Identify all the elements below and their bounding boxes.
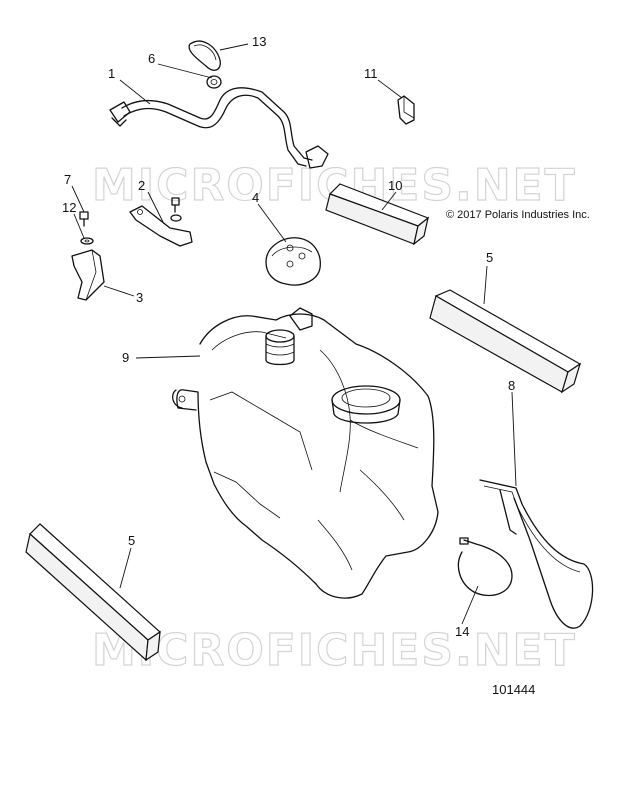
part-fuel-tank (171, 307, 439, 599)
callout-1: 1 (108, 66, 115, 81)
callout-9: 9 (122, 350, 129, 365)
part-cable-tie (457, 537, 513, 597)
callouts: 1 2 3 4 5 5 6 7 8 9 10 11 12 13 14 (62, 34, 515, 639)
copyright-text: © 2017 Polaris Industries Inc. (446, 209, 590, 221)
callout-5-lower: 5 (128, 533, 135, 548)
part-foam-block-5-upper (429, 289, 582, 394)
callout-3: 3 (136, 290, 143, 305)
watermark-bottom: MICROFICHES.NET (92, 625, 577, 676)
callout-6: 6 (148, 51, 155, 66)
callout-4: 4 (252, 190, 259, 205)
callout-5-upper: 5 (486, 250, 493, 265)
part-foam-block-10 (325, 183, 430, 246)
part-bolt-7 (79, 211, 89, 227)
callout-10: 10 (388, 178, 402, 193)
part-washer (80, 237, 94, 245)
part-clip (397, 95, 415, 125)
figure-number: 101444 (492, 682, 535, 697)
part-hose-clamp-ring (188, 40, 221, 71)
part-vent-hose (109, 87, 329, 169)
callout-2: 2 (138, 178, 145, 193)
callout-14: 14 (455, 624, 469, 639)
callout-13: 13 (252, 34, 266, 49)
callout-8: 8 (508, 378, 515, 393)
callout-12: 12 (62, 200, 76, 215)
callout-11: 11 (364, 66, 378, 81)
part-strap (479, 479, 594, 629)
part-fuel-cap (265, 237, 321, 286)
part-foam-block-5-lower (25, 523, 161, 662)
part-bracket-2 (129, 197, 193, 247)
callout-7: 7 (64, 172, 71, 187)
leader-lines (71, 43, 517, 625)
part-bracket-3 (71, 249, 105, 301)
part-grommet (206, 75, 222, 89)
